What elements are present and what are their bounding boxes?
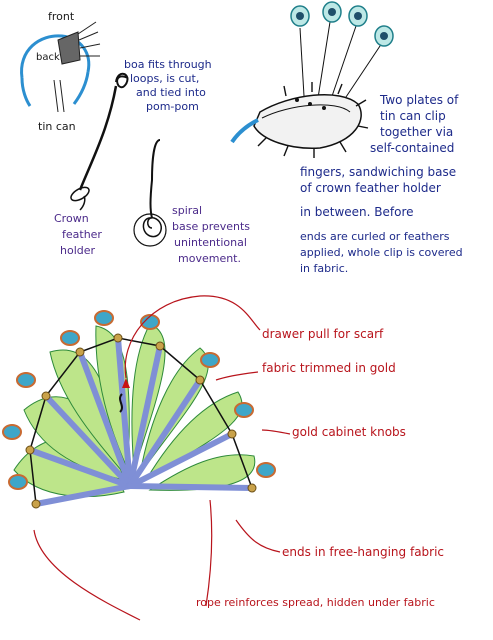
- spiral-coil: [142, 217, 162, 238]
- clip-note-8: ends are curled or feathers: [300, 230, 450, 243]
- boa-strand: [78, 85, 118, 191]
- clip-note-6: of crown feather holder: [300, 181, 441, 195]
- tin-can-label: tin can: [38, 120, 76, 133]
- boa-note-4: pom-pom: [146, 100, 199, 113]
- clip-sketch: Two plates of tin can clip together via …: [230, 1, 463, 275]
- spiral-stem: [149, 139, 161, 219]
- clip-note-5: fingers, sandwiching base: [300, 165, 456, 179]
- clip-plate: [253, 94, 362, 149]
- free-hanging-note: ends in free-hanging fabric: [282, 545, 444, 559]
- holder-loop: [70, 186, 90, 202]
- clip-plumes: [290, 1, 394, 47]
- holder-label-1: Crown: [54, 212, 89, 225]
- gold-cabinet-knobs: [25, 333, 257, 509]
- front-label: front: [48, 10, 75, 23]
- clip-note-2: tin can clip: [380, 109, 446, 123]
- drawer-pull: [119, 393, 123, 413]
- cabinet-knobs-note: gold cabinet knobs: [292, 425, 406, 439]
- clip-note-1: Two plates of: [379, 93, 459, 107]
- tin-can-band: [20, 34, 91, 79]
- spiral-note-2: base prevents: [172, 220, 250, 233]
- holder-label-3: holder: [60, 244, 96, 257]
- boa-loop: [115, 72, 129, 88]
- crown-plumes: [2, 310, 276, 490]
- rope-note: rope reinforces spread, hidden under fab…: [196, 596, 435, 609]
- spiral-sketch: spiral base prevents unintentional movem…: [133, 139, 250, 265]
- fabric-trim-note: fabric trimmed in gold: [262, 361, 396, 375]
- clip-note-7: in between. Before: [300, 205, 414, 219]
- boa-holder-sketch: boa fits through loops, is cut, and tied…: [54, 58, 212, 257]
- back-label: back: [36, 52, 60, 63]
- spiral-note-4: movement.: [178, 252, 241, 265]
- tin-can-edge: [230, 118, 259, 144]
- crown-base-hatch: [57, 31, 81, 65]
- boa-note-1: boa fits through: [124, 58, 212, 71]
- tin-can-band-left: [20, 77, 32, 107]
- clip-note-9: applied, whole clip is covered: [300, 246, 463, 259]
- clip-note-4: self-contained: [370, 141, 454, 155]
- boa-note-3: and tied into: [136, 86, 206, 99]
- boa-note-2: loops, is cut,: [130, 72, 199, 85]
- peacock-crown: [2, 310, 276, 509]
- crown-annotation-lines: [33, 295, 291, 621]
- tin-can-band-right: [72, 71, 90, 105]
- spiral-note-1: spiral: [172, 204, 202, 217]
- drawer-pull-note: drawer pull for scarf: [262, 327, 384, 341]
- crown-ribs: [27, 335, 255, 507]
- clip-note-3: together via: [380, 125, 453, 139]
- head-tin-can-sketch: front back tin can: [20, 10, 101, 133]
- spiral-note-3: unintentional: [174, 236, 247, 249]
- holder-label-2: feather: [62, 228, 102, 241]
- drawer-pull-marker: [122, 378, 130, 388]
- clip-note-10: in fabric.: [300, 262, 348, 275]
